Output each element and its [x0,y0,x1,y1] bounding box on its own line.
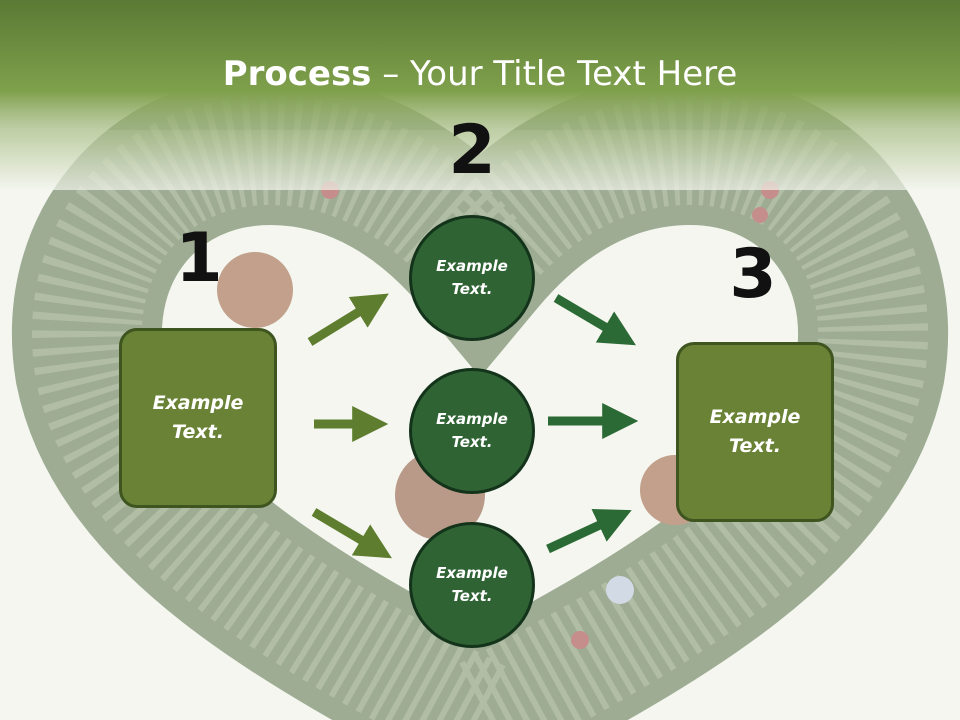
circle-top-line2: Text. [451,280,493,298]
step-box-1-line1: Example [152,392,244,414]
circle-middle-line2: Text. [451,433,493,451]
circle-top-line1: Example [436,257,508,275]
arrow-to-top-circle [307,293,389,346]
step-box-1-line2: Text. [172,421,224,443]
arrow-to-bottom-circle [311,508,392,559]
circle-middle-line1: Example [436,410,508,428]
title-rest: – Your Title Text Here [371,54,738,94]
circle-bottom-line2: Text. [451,587,493,605]
step-number-1: 1 [175,219,223,298]
slide-title: Process – Your Title Text Here [0,52,960,96]
step-number-2: 2 [448,111,496,190]
arrow-from-bottom-circle [546,509,632,554]
title-bold: Process [222,54,372,94]
arrow-from-top-circle [553,294,636,346]
step-box-3-line1: Example [709,406,801,428]
step-number-3: 3 [729,235,777,314]
step-box-3-line2: Text. [729,435,781,457]
circle-bottom-line1: Example [436,564,508,582]
